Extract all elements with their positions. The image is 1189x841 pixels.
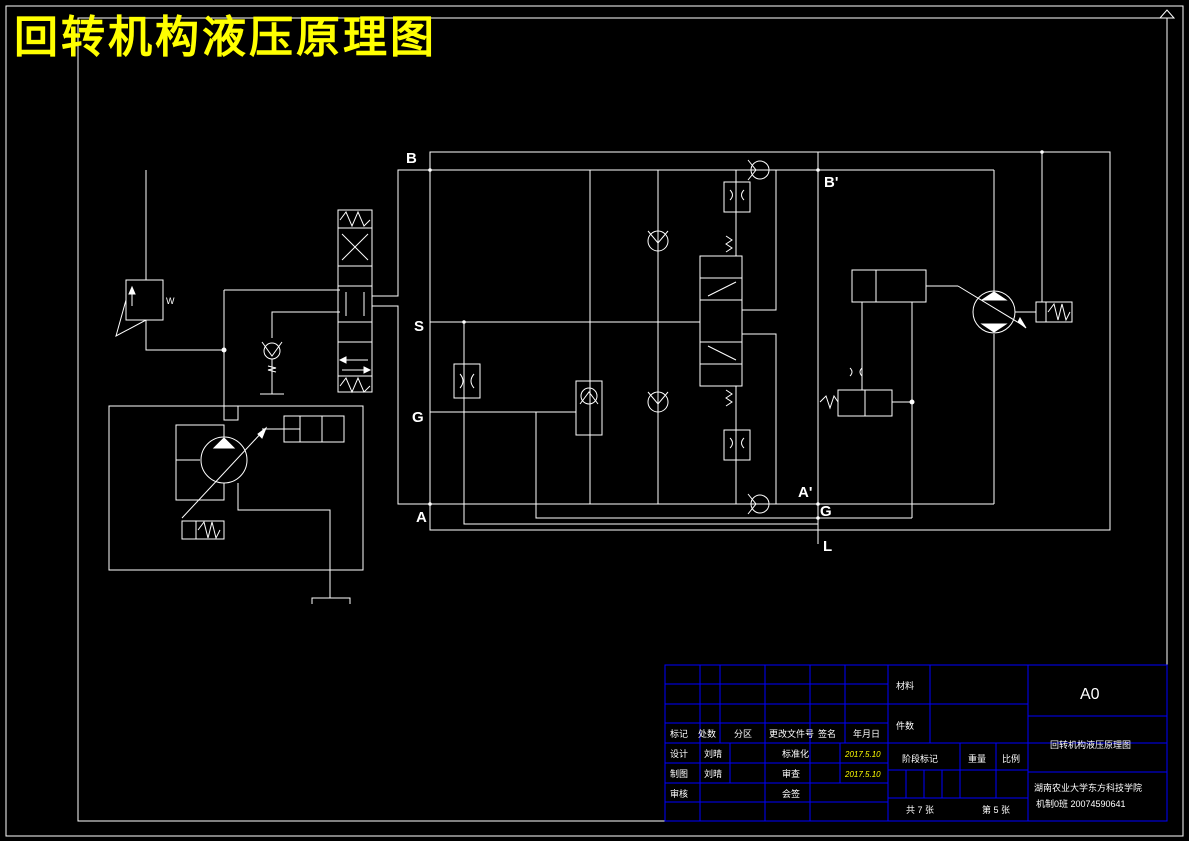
port-label-s: S: [414, 318, 424, 335]
outer-frame: [5, 5, 1184, 837]
port-label-l: L: [823, 538, 832, 555]
quantity-label: 件数: [896, 720, 914, 731]
school-name: 湖南农业大学东方科技学院: [1034, 782, 1142, 793]
motor-brake-manifold: [429, 151, 1111, 544]
port-label-a: A: [416, 509, 427, 526]
rev-header-doc: 更改文件号: [769, 728, 814, 739]
class-id: 机制0班 20074590641: [1036, 798, 1126, 809]
port-label-b-prime: B': [824, 174, 838, 191]
scale-label: 比例: [1002, 753, 1020, 764]
rev-header-count: 处数: [698, 728, 716, 739]
material-label: 材料: [896, 680, 914, 691]
check-label: 审查: [782, 768, 800, 779]
paper-size: A0: [1080, 686, 1100, 703]
drawing-title: 回转机构液压原理图: [14, 12, 437, 63]
row-review: 审核: [670, 788, 688, 799]
signer-1: 刘晴: [704, 748, 722, 759]
rev-header-sign: 签名: [818, 728, 836, 739]
inner-frame: [77, 17, 1168, 822]
frame-corner-marker: [1158, 9, 1176, 19]
approve-label: 会签: [782, 788, 800, 799]
date-1: 2017.5.10: [844, 750, 881, 759]
port-label-g-left: G: [412, 409, 424, 426]
signer-2: 刘晴: [704, 768, 722, 779]
rev-header-zone: 分区: [734, 729, 752, 739]
sheets-total: 共 7 张: [906, 805, 934, 815]
title-block: [664, 664, 1168, 822]
svg-text:W: W: [166, 296, 175, 306]
row-draw: 制图: [670, 768, 688, 779]
weight-label: 重量: [968, 753, 986, 764]
port-label-b: B: [406, 150, 417, 167]
port-label-g-right: G: [820, 503, 832, 520]
row-design: 设计: [670, 748, 688, 759]
rev-header-mark: 标记: [670, 728, 688, 739]
drawing-name: 回转机构液压原理图: [1050, 739, 1131, 750]
junction-dots: [428, 150, 1044, 520]
standardize-label: 标准化: [782, 748, 809, 759]
port-label-a-prime: A': [798, 484, 812, 501]
directional-control-valve: [337, 169, 430, 505]
stage-label: 阶段标记: [902, 753, 938, 764]
title-block-text: 材料 件数 A0 回转机构液压原理图 湖南农业大学东方科技学院 机制0班 200…: [670, 680, 1142, 815]
rev-header-date: 年月日: [853, 728, 880, 739]
date-2: 2017.5.10: [844, 770, 881, 779]
pump-circuit: W: [108, 170, 364, 604]
sheet-number: 第 5 张: [982, 804, 1010, 815]
